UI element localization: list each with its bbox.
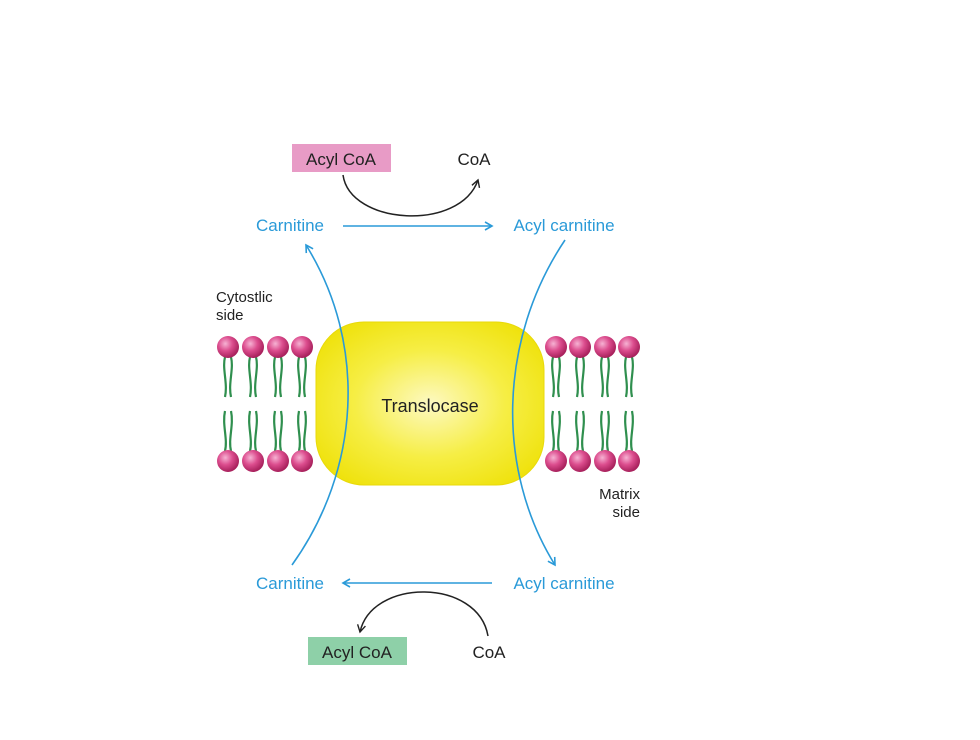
top-coa-exchange-arrow	[342, 174, 481, 217]
bottom-acyl-carnitine-label: Acyl carnitine	[513, 574, 614, 593]
left-lipid-tail	[223, 356, 227, 398]
left-lipid-head	[291, 450, 313, 472]
right-lipid-tail	[606, 410, 610, 452]
left-lipid-tail	[279, 356, 283, 398]
top-acyl-coa-box	[292, 144, 391, 172]
matrix-side-label-line2: side	[612, 504, 640, 521]
bottom-acyl-coa-box	[308, 637, 407, 665]
right-lipid-tail	[630, 356, 634, 398]
right-lipid-tail	[581, 356, 585, 398]
right-transport-arrow	[511, 239, 566, 567]
left-lipid-head	[242, 450, 264, 472]
right-lipid-tail	[557, 356, 561, 398]
membrane-bilayer-left	[217, 336, 313, 472]
bottom-coa-label: CoA	[472, 643, 506, 662]
right-lipid-tail	[581, 410, 585, 452]
left-transport-arrow	[291, 243, 349, 566]
right-lipid-head	[545, 450, 567, 472]
left-lipid-tail	[223, 410, 227, 452]
bottom-carnitine-label: Carnitine	[256, 574, 324, 593]
left-lipid-tail	[229, 356, 233, 398]
left-lipid-tail	[297, 356, 301, 398]
right-lipid-tail	[557, 410, 561, 452]
left-lipid-head	[267, 336, 289, 358]
top-acyl-carnitine-label: Acyl carnitine	[513, 216, 614, 235]
left-lipid-tail	[303, 410, 307, 452]
top-coa-label: CoA	[457, 150, 491, 169]
left-lipid-head	[291, 336, 313, 358]
right-lipid-head	[569, 336, 591, 358]
right-lipid-head	[594, 336, 616, 358]
left-lipid-tail	[248, 356, 252, 398]
left-lipid-tail	[248, 410, 252, 452]
matrix-side-label-line1: Matrix	[599, 486, 640, 503]
left-lipid-head	[217, 450, 239, 472]
cytosolic-side-label-line2: side	[216, 307, 244, 324]
top-acyl-coa-label: Acyl CoA	[306, 150, 377, 169]
right-lipid-head	[618, 336, 640, 358]
right-lipid-tail	[575, 410, 579, 452]
right-lipid-tail	[606, 356, 610, 398]
left-lipid-tail	[279, 410, 283, 452]
left-lipid-head	[217, 336, 239, 358]
left-lipid-tail	[254, 410, 258, 452]
right-lipid-tail	[624, 410, 628, 452]
top-carnitine-label: Carnitine	[256, 216, 324, 235]
right-lipid-head	[569, 450, 591, 472]
left-lipid-tail	[254, 356, 258, 398]
left-lipid-tail	[297, 410, 301, 452]
right-lipid-tail	[551, 410, 555, 452]
right-lipid-tail	[600, 410, 604, 452]
right-lipid-head	[594, 450, 616, 472]
bottom-acyl-coa-label: Acyl CoA	[322, 643, 393, 662]
left-lipid-tail	[273, 356, 277, 398]
left-lipid-head	[242, 336, 264, 358]
right-lipid-tail	[600, 356, 604, 398]
right-lipid-tail	[624, 356, 628, 398]
left-lipid-head	[267, 450, 289, 472]
right-lipid-tail	[575, 356, 579, 398]
right-lipid-head	[618, 450, 640, 472]
right-lipid-tail	[630, 410, 634, 452]
cytosolic-side-label-line1: Cytostlic	[216, 289, 273, 306]
right-lipid-tail	[551, 356, 555, 398]
translocase-label: Translocase	[381, 396, 478, 416]
left-lipid-tail	[229, 410, 233, 452]
membrane-bilayer-right	[545, 336, 640, 472]
bottom-coa-exchange-arrow	[356, 591, 489, 637]
translocase-protein	[315, 321, 545, 486]
right-lipid-head	[545, 336, 567, 358]
left-lipid-tail	[303, 356, 307, 398]
left-lipid-tail	[273, 410, 277, 452]
